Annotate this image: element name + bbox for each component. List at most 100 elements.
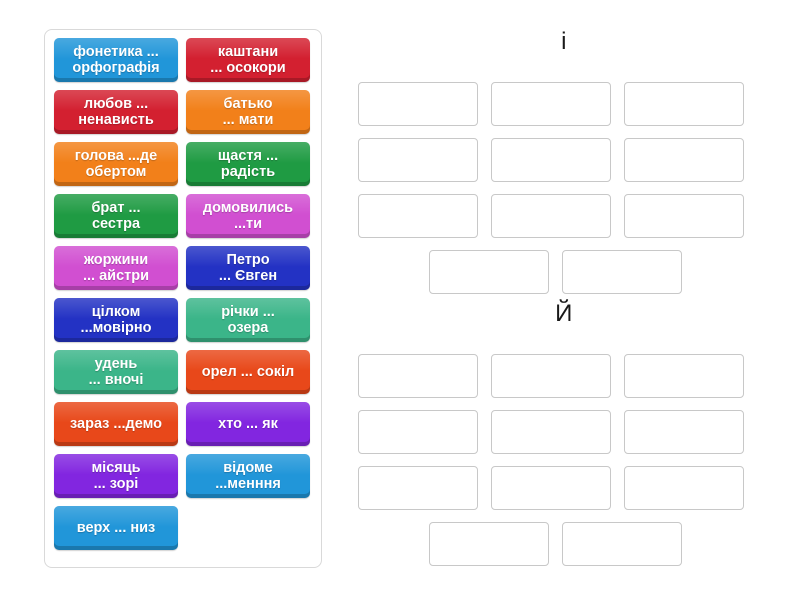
word-tile-line2: обертом xyxy=(85,164,147,180)
word-tile-line1: хто ... як xyxy=(218,415,278,432)
word-tile-label: фонетика ...орфографія xyxy=(72,44,159,76)
word-tile-label: зараз ...демо xyxy=(70,416,162,432)
word-tile-line1: цілком xyxy=(91,303,141,320)
drop-slot[interactable] xyxy=(428,522,549,566)
word-tile[interactable]: місяць... зорі xyxy=(54,454,178,498)
word-tile-label: Петро... Євген xyxy=(219,252,277,284)
drop-group-i: і xyxy=(340,30,788,294)
word-tile-label: брат ...сестра xyxy=(91,200,140,232)
drop-slot[interactable] xyxy=(624,466,744,510)
drop-slot[interactable] xyxy=(491,82,611,126)
word-tile-line2: ...ти xyxy=(233,216,263,232)
drop-group-j: Й xyxy=(340,302,788,566)
drop-slot[interactable] xyxy=(624,410,744,454)
word-tile-line2: ... айстри xyxy=(82,268,150,284)
drop-slot[interactable] xyxy=(358,138,478,182)
word-tile-line1: удень xyxy=(94,355,138,372)
drop-slot[interactable] xyxy=(428,250,549,294)
word-tile-label: жоржини... айстри xyxy=(83,252,149,284)
word-tile-line2: озера xyxy=(227,320,269,336)
word-tile-line2: ... зорі xyxy=(93,476,139,492)
drop-slot[interactable] xyxy=(358,354,478,398)
tile-tray: фонетика ...орфографія каштани... осокори… xyxy=(44,29,322,568)
slot-grid-i xyxy=(340,82,788,238)
slot-grid-j-last-row xyxy=(340,522,788,566)
word-tile-line1: брат ... xyxy=(91,199,141,216)
word-tile-label: каштани... осокори xyxy=(210,44,285,76)
word-tile-label: удень... вночі xyxy=(89,356,144,388)
word-tile[interactable]: річки ...озера xyxy=(186,298,310,342)
word-tile[interactable]: зараз ...демо xyxy=(54,402,178,446)
drop-slot[interactable] xyxy=(624,82,744,126)
drop-slot[interactable] xyxy=(624,138,744,182)
word-tile-line1: батько xyxy=(223,95,273,112)
word-tile-line1: щастя ... xyxy=(217,147,279,164)
word-tile-line1: річки ... xyxy=(221,303,275,320)
drop-slot[interactable] xyxy=(358,82,478,126)
word-tile-line2: ... вночі xyxy=(88,372,144,388)
word-tile-label: любов ...ненависть xyxy=(78,96,154,128)
word-tile-label: місяць... зорі xyxy=(91,460,140,492)
word-tile-line2: ...мовірно xyxy=(80,320,152,336)
word-tile[interactable]: хто ... як xyxy=(186,402,310,446)
word-tile[interactable]: домовились...ти xyxy=(186,194,310,238)
word-tile-label: батько... мати xyxy=(223,96,274,128)
word-tile-line2: орфографія xyxy=(72,60,160,76)
word-tile[interactable]: цілком...мовірно xyxy=(54,298,178,342)
slot-grid-i-last-row xyxy=(340,250,788,294)
drop-slot[interactable] xyxy=(624,354,744,398)
group-title-i: і xyxy=(561,28,567,55)
word-tile-line1: місяць xyxy=(91,459,141,476)
word-tile[interactable]: батько... мати xyxy=(186,90,310,134)
word-tile-line1: верх ... низ xyxy=(76,519,156,536)
word-tile[interactable]: любов ...ненависть xyxy=(54,90,178,134)
word-tile-label: орел ... сокіл xyxy=(202,364,295,380)
word-tile[interactable]: верх ... низ xyxy=(54,506,178,550)
word-tile-line1: любов ... xyxy=(83,95,149,112)
word-tile-line1: орел ... сокіл xyxy=(201,363,295,380)
drop-slot[interactable] xyxy=(561,522,682,566)
drop-slot[interactable] xyxy=(561,250,682,294)
word-tile-label: домовились...ти xyxy=(203,200,293,232)
word-tile[interactable]: жоржини... айстри xyxy=(54,246,178,290)
slot-grid-j xyxy=(340,354,788,510)
word-tile[interactable]: брат ...сестра xyxy=(54,194,178,238)
drop-slot[interactable] xyxy=(491,354,611,398)
word-tile-line2: ... осокори xyxy=(210,60,286,76)
word-tile-line2: радість xyxy=(220,164,276,180)
word-tile-line1: зараз ...демо xyxy=(70,415,162,432)
word-tile-line2: ... Євген xyxy=(218,268,278,284)
drop-slot[interactable] xyxy=(358,194,478,238)
word-tile-line2: ненависть xyxy=(78,112,154,128)
drop-slot[interactable] xyxy=(358,410,478,454)
drop-slot[interactable] xyxy=(491,194,611,238)
word-tile[interactable]: щастя ...радість xyxy=(186,142,310,186)
drop-slot[interactable] xyxy=(624,194,744,238)
word-tile[interactable]: каштани... осокори xyxy=(186,38,310,82)
drop-slot[interactable] xyxy=(358,466,478,510)
word-tile-line2: сестра xyxy=(91,216,141,232)
drop-slot[interactable] xyxy=(491,410,611,454)
word-tile-line2: ...менння xyxy=(215,476,281,492)
word-tile[interactable]: фонетика ...орфографія xyxy=(54,38,178,82)
word-tile[interactable]: відоме...менння xyxy=(186,454,310,498)
word-tile-line1: Петро xyxy=(226,251,270,268)
word-tile[interactable]: Петро... Євген xyxy=(186,246,310,290)
word-tile-label: хто ... як xyxy=(218,416,278,432)
word-tile-line1: фонетика ... xyxy=(73,43,159,60)
word-tile-label: річки ...озера xyxy=(221,304,275,336)
word-tile-line1: жоржини xyxy=(83,251,149,268)
word-tile-label: щастя ...радість xyxy=(218,148,278,180)
word-tile[interactable]: удень... вночі xyxy=(54,350,178,394)
word-tile[interactable]: орел ... сокіл xyxy=(186,350,310,394)
drop-slot[interactable] xyxy=(491,466,611,510)
word-tile-label: цілком...мовірно xyxy=(81,304,152,336)
tile-tray-grid: фонетика ...орфографія каштани... осокори… xyxy=(54,38,312,550)
word-tile-line1: домовились xyxy=(202,199,294,216)
word-tile-label: відоме...менння xyxy=(215,460,281,492)
drop-slot[interactable] xyxy=(491,138,611,182)
word-tile-line1: голова ...де xyxy=(74,147,158,164)
